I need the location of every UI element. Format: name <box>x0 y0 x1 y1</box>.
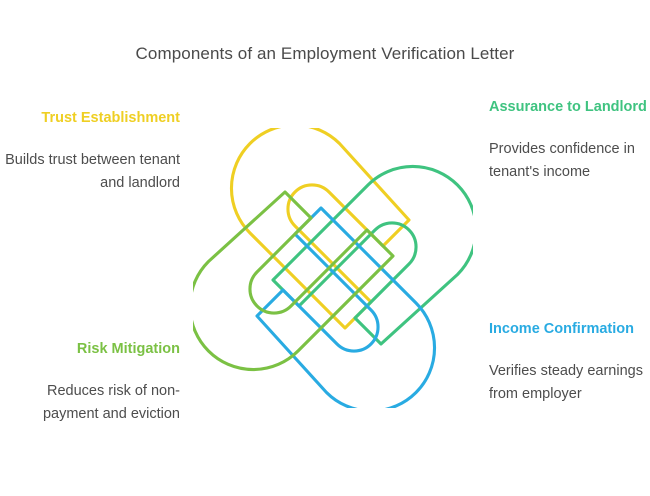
quadrant-body-risk-mitigation: Reduces risk of non-payment and eviction <box>42 383 180 422</box>
quadrant-heading-assurance-to-landlord: Assurance to Landlord <box>489 99 647 115</box>
quadrant-trust-establishment: Trust Establishment Builds trust between… <box>0 108 180 195</box>
quadrant-assurance-to-landlord: Assurance to Landlord Provides confidenc… <box>489 97 649 184</box>
page-title: Components of an Employment Verification… <box>135 44 515 63</box>
quadrant-body-income-confirmation: Verifies steady earnings from employer <box>489 363 643 402</box>
knot-strand-olive <box>193 190 395 372</box>
quadrant-body-trust-establishment: Builds trust between tenant and landlord <box>5 152 180 191</box>
quadrant-income-confirmation: Income Confirmation Verifies steady earn… <box>489 319 649 406</box>
interlocking-knot-graphic <box>193 128 473 408</box>
quadrant-heading-trust-establishment: Trust Establishment <box>41 110 180 126</box>
quadrant-risk-mitigation: Risk Mitigation Reduces risk of non-paym… <box>0 339 180 426</box>
knot-strand-yellow <box>229 128 411 330</box>
knot-strand-green <box>271 164 473 346</box>
quadrant-body-assurance-to-landlord: Provides confidence in tenant's income <box>489 141 635 180</box>
quadrant-heading-risk-mitigation: Risk Mitigation <box>76 341 180 357</box>
quadrant-heading-income-confirmation: Income Confirmation <box>489 321 635 337</box>
knot-strand-blue <box>255 206 437 408</box>
